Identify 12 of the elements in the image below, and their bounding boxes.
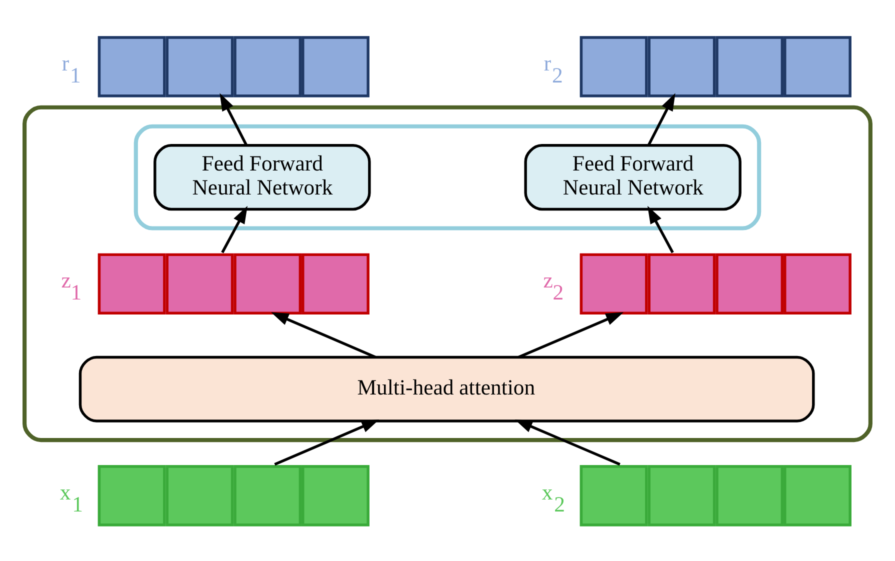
cluster <box>134 124 762 230</box>
arrow <box>271 312 376 358</box>
arrow <box>518 312 624 358</box>
arrow <box>221 206 248 254</box>
arrow <box>648 206 674 254</box>
node-box: Feed Forward Neural Network <box>524 144 742 211</box>
arrow <box>274 419 380 466</box>
node-box: Feed Forward Neural Network <box>154 144 371 211</box>
arrow <box>514 420 620 466</box>
arrow <box>220 93 248 146</box>
node-box: Multi-head attention <box>78 356 815 422</box>
arrow <box>647 93 676 146</box>
